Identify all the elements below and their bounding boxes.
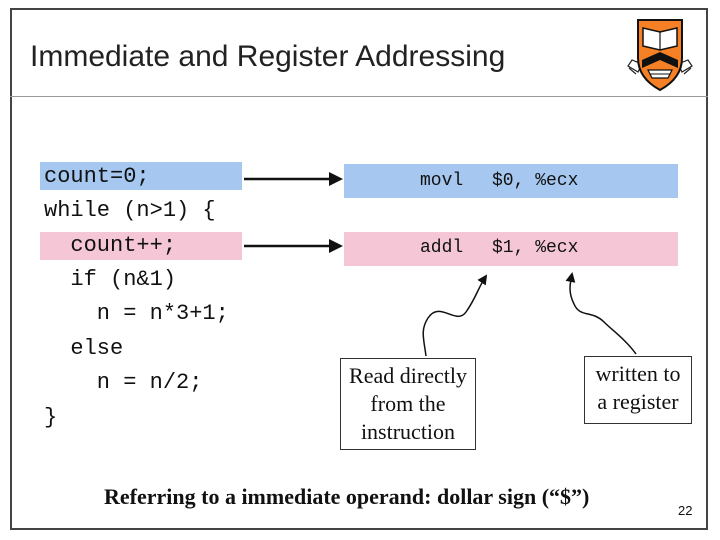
note-immediate-line: Read directly [349, 363, 467, 388]
code-line: while (n>1) { [44, 198, 216, 223]
asm-highlight-addl [344, 232, 678, 266]
code-line: } [44, 405, 58, 430]
asm-mnemonic-movl: movl [420, 171, 464, 191]
note-immediate-line: from the [370, 391, 446, 416]
title-divider [10, 96, 708, 97]
asm-operands-movl: $0, %ecx [492, 171, 579, 191]
note-box-immediate [340, 358, 476, 450]
note-register-line: written to [595, 361, 681, 386]
code-highlight-count-init [40, 162, 242, 190]
asm-highlight-movl [344, 164, 678, 198]
code-line: n = n/2; [44, 370, 203, 395]
note-register-line: a register [597, 389, 679, 414]
note-immediate: Read directly from the instruction [340, 362, 476, 446]
code-highlight-count-increment [40, 232, 242, 260]
page-number: 22 [678, 503, 693, 518]
code-line: count=0; [44, 164, 150, 189]
note-box-register [584, 356, 692, 424]
code-line: n = n*3+1; [44, 301, 229, 326]
code-line: if (n&1) [44, 267, 177, 292]
slide-title: Immediate and Register Addressing [30, 40, 506, 73]
slide-frame [10, 8, 708, 530]
note-register: written to a register [584, 360, 692, 416]
footer-note: Referring to a immediate operand: dollar… [104, 484, 590, 509]
code-line: else [44, 336, 124, 361]
code-line: count++; [44, 233, 177, 258]
note-immediate-line: instruction [360, 419, 456, 444]
asm-mnemonic-addl: addl [420, 238, 464, 258]
asm-operands-addl: $1, %ecx [492, 238, 579, 258]
